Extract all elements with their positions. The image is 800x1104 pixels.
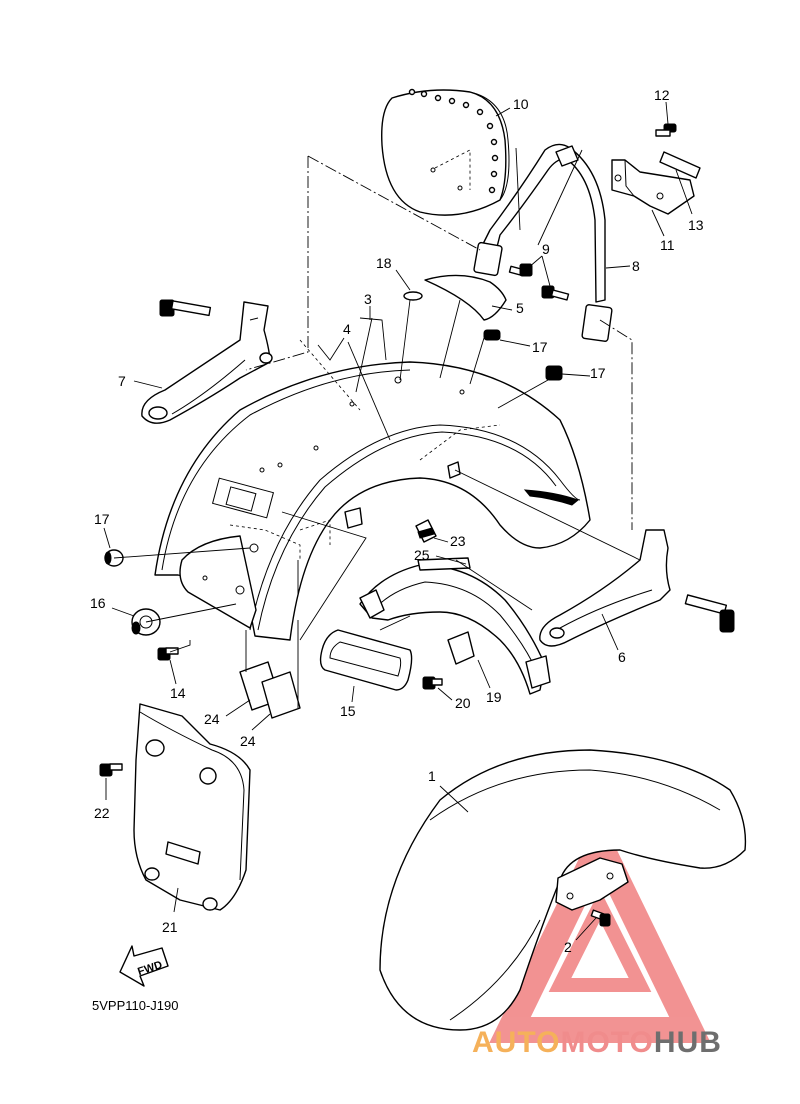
backrest-bar-part-8 — [473, 143, 613, 342]
watermark-moto: MOTO — [560, 1026, 653, 1059]
grommet-part-17-right — [545, 365, 563, 381]
bolt-part-12 — [655, 123, 677, 137]
callout-14: 14 — [170, 685, 186, 701]
reflector-part-15 — [319, 629, 413, 691]
pad-part-13 — [659, 151, 701, 179]
label-part-24 — [239, 661, 301, 719]
inner-fender-part-19 — [359, 557, 551, 695]
front-fender-part-1 — [379, 749, 747, 1031]
stay-part-7 — [141, 301, 273, 424]
callout-1: 1 — [428, 768, 436, 784]
callout-17-left: 17 — [94, 511, 110, 527]
bolt-part-7-left — [159, 299, 212, 317]
watermark-hub: HUB — [654, 1026, 722, 1059]
callout-22: 22 — [94, 805, 110, 821]
callout-3: 3 — [364, 291, 372, 307]
bolt-part-20 — [422, 676, 443, 690]
callout-13: 13 — [688, 217, 704, 233]
bracket-part-2 — [555, 857, 629, 911]
svg-text:AUTOMOTOHUB: AUTOMOTOHUB — [472, 1026, 722, 1059]
callout-21: 21 — [162, 919, 178, 935]
callout-23: 23 — [450, 533, 466, 549]
watermark-text: AUTOMOTOHUB — [472, 1026, 722, 1059]
callout-25: 25 — [414, 547, 430, 563]
callout-9: 9 — [542, 241, 550, 257]
callout-6: 6 — [618, 649, 626, 665]
callout-20: 20 — [455, 695, 471, 711]
forward-arrow-icon: FWD — [119, 945, 169, 987]
bolt-part-6-right — [684, 594, 735, 633]
callout-18: 18 — [376, 255, 392, 271]
callouts: 1 2 3 4 5 6 7 8 9 10 11 12 13 14 15 16 1 — [90, 87, 704, 955]
bolt-part-9-lower — [541, 285, 570, 301]
stay-part-6 — [539, 529, 671, 647]
callout-5: 5 — [516, 300, 524, 316]
callout-16: 16 — [90, 595, 106, 611]
callout-2: 2 — [564, 939, 572, 955]
bolt-part-2 — [590, 909, 611, 927]
callout-7: 7 — [118, 373, 126, 389]
watermark-auto: AUTO — [472, 1026, 560, 1059]
callout-11: 11 — [660, 237, 675, 253]
callout-10: 10 — [513, 96, 529, 112]
clip-part-23 — [415, 519, 437, 543]
drawing-code: 5VPP110-J190 — [92, 998, 179, 1013]
bolt-part-9-upper — [508, 263, 533, 277]
watermark-triangle-logo — [489, 815, 711, 1043]
callout-4: 4 — [343, 321, 351, 337]
callout-8: 8 — [632, 258, 640, 274]
leader-lines — [113, 147, 641, 708]
cover-panel-part-21 — [133, 703, 251, 911]
callout-12: 12 — [654, 87, 670, 103]
trim-part-5 — [424, 274, 507, 321]
rear-fender-assembly — [154, 339, 591, 641]
callout-17-upper: 17 — [532, 339, 548, 355]
bolt-part-22 — [99, 763, 123, 777]
grommet-part-17-upper — [483, 329, 501, 341]
callout-19: 19 — [486, 689, 502, 705]
washer-part-18 — [403, 291, 423, 301]
callout-24-right: 24 — [240, 733, 256, 749]
callout-17-right: 17 — [590, 365, 606, 381]
callout-24-left: 24 — [204, 711, 220, 727]
seat-part-10 — [381, 88, 510, 216]
bracket-part-11 — [611, 159, 695, 215]
callout-15: 15 — [340, 703, 356, 719]
